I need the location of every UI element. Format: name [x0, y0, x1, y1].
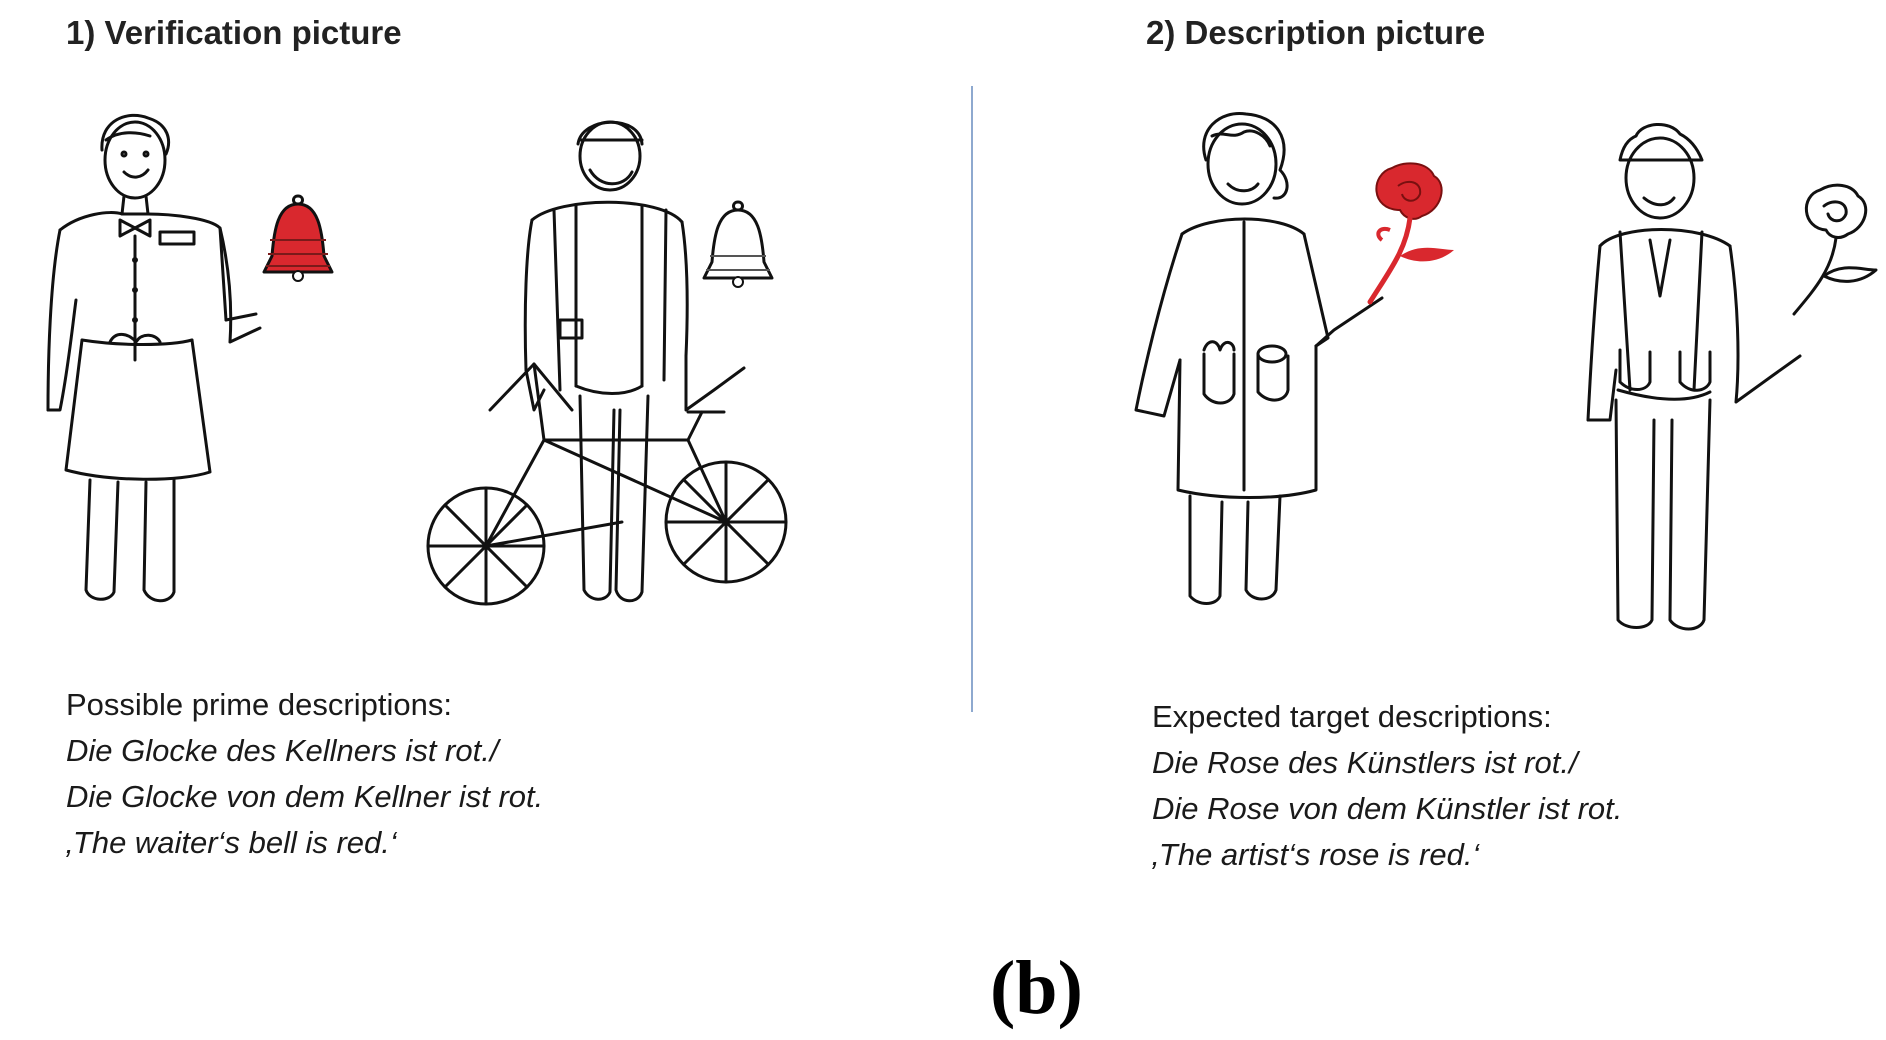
figure-cyclist	[420, 110, 800, 620]
target-descriptions-heading: Expected target descriptions:	[1152, 699, 1552, 734]
figure-waiter	[20, 110, 340, 610]
bicycle-icon	[426, 350, 796, 610]
figure-artist	[1120, 110, 1420, 610]
bell-red-icon	[258, 190, 338, 290]
prime-descriptions-heading: Possible prime descriptions:	[66, 687, 452, 722]
figure-caption: (b)	[990, 946, 1083, 1030]
rose-red-icon	[1350, 160, 1460, 310]
panel-divider	[971, 86, 973, 712]
prime-german-von: Die Glocke von dem Kellner ist rot.	[66, 779, 544, 814]
rose-white-icon	[1780, 180, 1880, 320]
panel-title-description: 2) Description picture	[1146, 14, 1486, 51]
panel-title-verification: 1) Verification picture	[66, 14, 402, 51]
target-english: ‚The artist‘s rose is red.‘	[1152, 837, 1480, 872]
bell-white-icon	[698, 196, 778, 296]
prime-english: ‚The waiter‘s bell is red.‘	[66, 825, 397, 860]
figure-gardener	[1560, 120, 1860, 631]
prime-descriptions: Possible prime descriptions: Die Glocke …	[66, 682, 543, 866]
prime-german-genitive: Die Glocke des Kellners ist rot./	[66, 733, 499, 768]
target-descriptions: Expected target descriptions: Die Rose d…	[1152, 694, 1622, 878]
target-german-von: Die Rose von dem Künstler ist rot.	[1152, 791, 1623, 826]
target-german-genitive: Die Rose des Künstlers ist rot./	[1152, 745, 1578, 780]
